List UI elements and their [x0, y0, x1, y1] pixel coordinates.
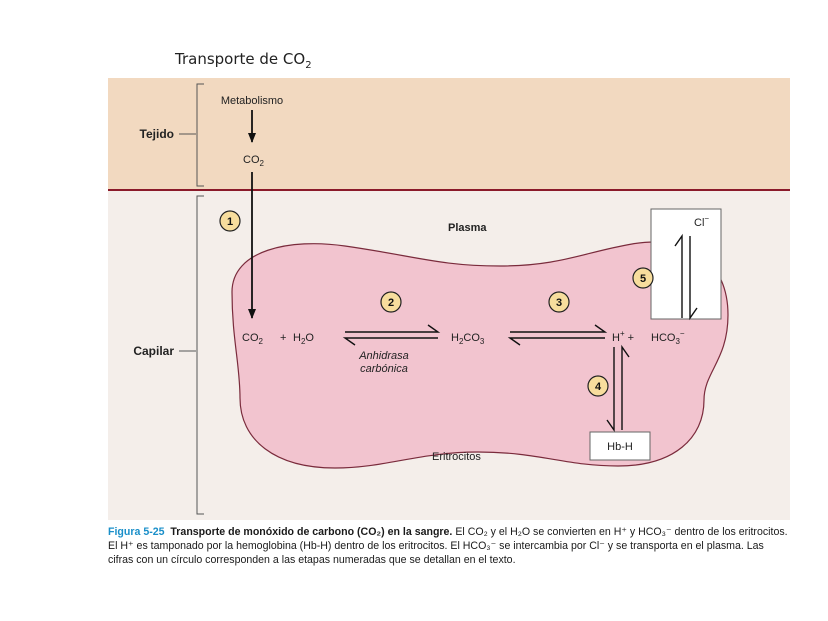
step-1-badge: 1	[219, 210, 241, 232]
tissue-region	[108, 78, 790, 190]
svg-text:2: 2	[388, 297, 394, 309]
hemoglobin-box	[589, 431, 651, 461]
metabolism-label: Metabolismo	[221, 95, 283, 107]
caption-title: Transporte de monóxido de carbono (CO₂) …	[170, 526, 453, 538]
figure-number: Figura 5-25	[108, 526, 165, 538]
figure-caption: Figura 5-25 Transporte de monóxido de ca…	[108, 525, 788, 567]
svg-text:3: 3	[556, 297, 562, 309]
plasma-label: Plasma	[448, 222, 487, 234]
capillary-bracket	[196, 195, 204, 515]
erythrocyte-cell	[231, 241, 729, 469]
hemoglobin-buffer-arrows	[606, 344, 630, 433]
h2co3-label: H2CO3	[451, 332, 485, 346]
step-5-badge: 5	[632, 267, 654, 289]
erythrocytes-label: Eritrocitos	[432, 451, 481, 463]
plus-sign: +	[280, 332, 286, 344]
chloride-box	[650, 208, 722, 320]
h-plus-label: H++	[612, 329, 634, 344]
svg-text:5: 5	[640, 273, 646, 285]
tissue-bracket	[196, 83, 204, 187]
step-3-badge: 3	[548, 291, 570, 313]
co2-cell-label: CO2	[242, 332, 264, 346]
co2-tissue-label: CO2	[243, 154, 265, 168]
h2o-label: H2O	[293, 332, 314, 346]
step-2-badge: 2	[380, 291, 402, 313]
capillary-label: Capilar	[133, 344, 174, 358]
tissue-label: Tejido	[140, 127, 174, 141]
svg-text:4: 4	[595, 381, 602, 393]
equilibrium-arrow-3	[507, 324, 608, 346]
chloride-exchange-arrows	[674, 233, 698, 321]
bicarbonate-label: HCO3−	[651, 329, 685, 346]
page-title: Transporte de CO2	[175, 50, 312, 71]
chloride-label: Cl−	[694, 214, 709, 229]
equilibrium-arrow-2	[342, 324, 441, 346]
caption-body: El CO₂ y el H₂O se convierten en H⁺ y HC…	[108, 526, 788, 566]
hemoglobin-label: Hb-H	[607, 441, 633, 453]
svg-text:1: 1	[227, 216, 233, 228]
step-4-badge: 4	[587, 375, 609, 397]
